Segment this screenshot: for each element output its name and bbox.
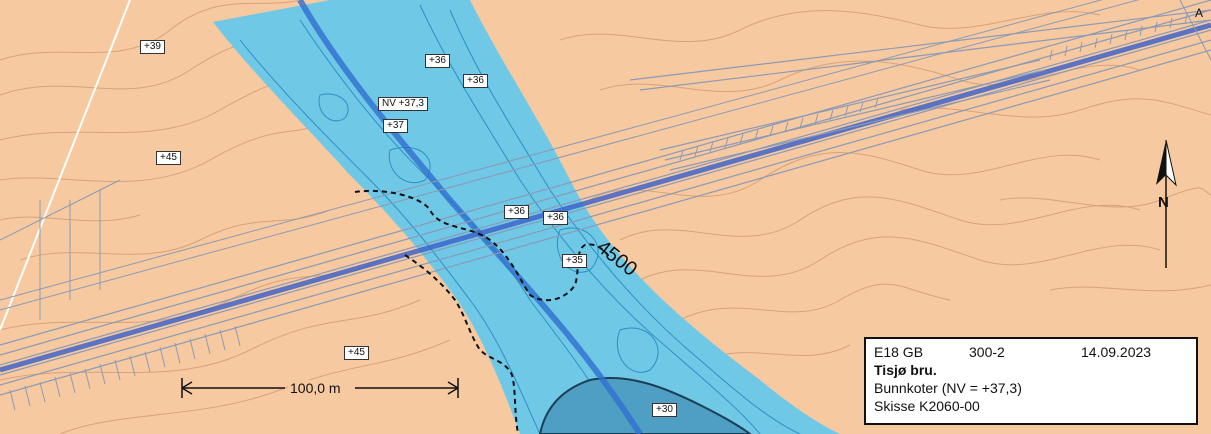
- drawing-reference: Skisse K2060-00: [874, 398, 980, 414]
- drawing-subtitle: Bunnkoter (NV = +37,3): [874, 380, 1022, 396]
- property-lines: [0, 0, 1211, 320]
- elevation-label-nv: NV +37,3: [378, 97, 428, 111]
- edge-label: A: [1195, 6, 1204, 20]
- deep-area: [538, 377, 752, 434]
- river-centerline: [297, 0, 643, 434]
- elevation-label: +35: [562, 254, 587, 268]
- title-block-header-row: E18 GB 300-2 14.09.2023: [874, 343, 1188, 361]
- road-corridor: [0, 0, 1211, 396]
- north-label: N: [1158, 194, 1169, 211]
- elevation-label: +36: [543, 211, 568, 225]
- boundary-dashed-line: [354, 189, 611, 302]
- elevation-label: +45: [156, 151, 181, 165]
- drawing-date: 14.09.2023: [1081, 344, 1152, 360]
- scale-bar: [181, 378, 459, 398]
- scale-bar-label: 100,0 m: [288, 380, 343, 396]
- elevation-label: +45: [344, 346, 369, 360]
- elevation-label: +30: [652, 403, 677, 417]
- elevation-label: +36: [425, 54, 450, 68]
- elevation-label: +36: [504, 205, 529, 219]
- white-lines: [0, 0, 131, 331]
- drawing-title: Tisjø bru.: [874, 362, 937, 378]
- drawing-number: 300-2: [969, 344, 1005, 360]
- elevation-label: +37: [383, 119, 408, 133]
- project-code: E18 GB: [874, 344, 924, 360]
- elevation-label: +39: [140, 40, 165, 54]
- elevation-label: +36: [463, 74, 488, 88]
- north-arrow-icon: [1156, 139, 1177, 268]
- title-block: E18 GB 300-2 14.09.2023 Tisjø bru. Bunnk…: [864, 337, 1198, 425]
- ramp-road: [629, 9, 1211, 171]
- road-hatching: [9, 13, 1188, 411]
